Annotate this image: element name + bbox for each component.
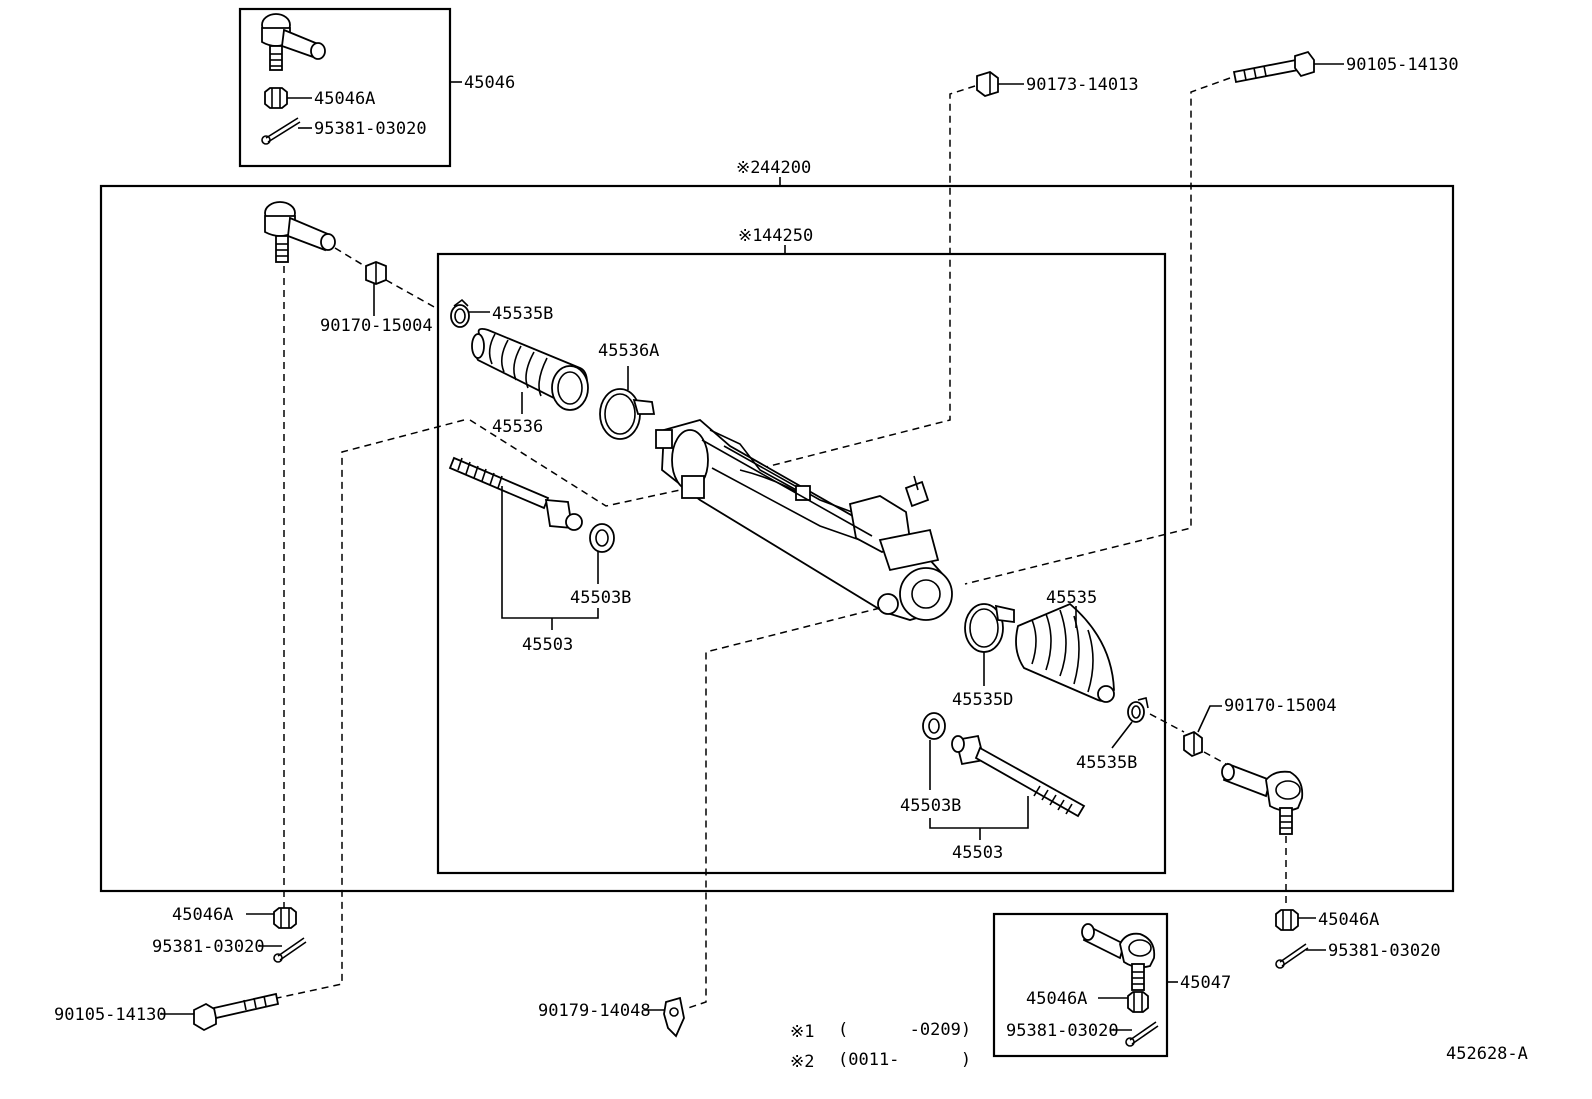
note-2-text: (0011- )	[838, 1050, 971, 1070]
label-45535B-right: 45535B	[1076, 753, 1137, 773]
cotter-pin-icon-kit-45046	[261, 117, 301, 145]
lock-washer-icon-45503B-right	[922, 712, 946, 740]
note-2-mark: ※2	[790, 1052, 814, 1072]
nut-icon-90170-right	[1183, 730, 1203, 758]
label-45503B-right: 45503B	[900, 796, 961, 816]
note-1-text: ( -0209)	[838, 1020, 971, 1040]
assembly-44200-number: 44200	[760, 158, 811, 178]
label-45046A-right: 45046A	[1318, 910, 1379, 930]
steering-gear-housing-icon	[655, 419, 953, 621]
label-90170-15004-left: 90170-15004	[320, 316, 433, 336]
label-45047: 45047	[1180, 973, 1231, 993]
label-45503B-left: 45503B	[570, 588, 631, 608]
cotter-pin-icon-bottom-right	[1275, 943, 1309, 969]
label-45503-left: 45503	[522, 635, 573, 655]
inner-tie-rod-icon-left	[448, 456, 583, 531]
label-45046: 45046	[464, 73, 515, 93]
band-clamp-icon-45535D	[964, 603, 1015, 653]
label-90170-15004-right: 90170-15004	[1224, 696, 1337, 716]
label-90173-14013: 90173-14013	[1026, 75, 1139, 95]
label-45535B-left: 45535B	[492, 304, 553, 324]
bolt-icon-90105-bottom	[193, 992, 280, 1032]
nut-icon-90170-left	[365, 261, 387, 285]
tie-rod-end-icon-left	[264, 201, 336, 263]
castle-nut-icon-kit-45046	[264, 87, 288, 109]
nut-icon-90173-14013	[976, 71, 999, 97]
label-45535: 45535	[1046, 588, 1097, 608]
label-45046A-kit: 45046A	[1026, 989, 1087, 1009]
label-45046A-left: 45046A	[172, 905, 233, 925]
inner-tie-rod-icon-right	[951, 734, 1086, 818]
band-clamp-icon-45536A	[599, 388, 656, 440]
frame-assembly-44250	[436, 252, 1167, 875]
label-45046A-top: 45046A	[314, 89, 375, 109]
bellows-boot-icon-45535	[1015, 602, 1115, 703]
tie-rod-end-icon-kit-45047	[1081, 923, 1156, 991]
tie-rod-end-icon-kit-45046	[261, 13, 326, 71]
frame-45046-kit	[238, 7, 452, 168]
frame-45047-kit	[992, 912, 1169, 1058]
label-95381-03020-kit: 95381-03020	[1006, 1021, 1119, 1041]
assembly-44250-number: 44250	[762, 226, 813, 246]
label-95381-03020-top: 95381-03020	[314, 119, 427, 139]
drawing-code: 452628-A	[1446, 1044, 1528, 1064]
frame-assembly-44200	[99, 184, 1455, 893]
label-45535D: 45535D	[952, 690, 1013, 710]
assembly-44250-mark: ※1	[738, 226, 762, 246]
bolt-icon-90105-top	[1232, 50, 1315, 84]
assembly-44200-mark: ※2	[736, 158, 760, 178]
clamp-icon-45535B-right	[1127, 697, 1149, 723]
label-45536: 45536	[492, 417, 543, 437]
label-95381-03020-left: 95381-03020	[152, 937, 265, 957]
label-45536A: 45536A	[598, 341, 659, 361]
label-90105-14130-top: 90105-14130	[1346, 55, 1459, 75]
cotter-pin-icon-bottom-left	[273, 937, 307, 963]
label-45503-right: 45503	[952, 843, 1003, 863]
castle-nut-icon-kit-45047	[1127, 991, 1149, 1013]
lock-washer-icon-45503B-left	[589, 523, 615, 553]
castle-nut-icon-bottom-left	[273, 907, 297, 929]
bellows-boot-icon-45536	[471, 327, 589, 411]
cotter-pin-icon-kit-45047	[1125, 1021, 1159, 1047]
label-95381-03020-right: 95381-03020	[1328, 941, 1441, 961]
note-1-mark: ※1	[790, 1022, 814, 1042]
clip-icon-90179-14048	[663, 996, 685, 1038]
clamp-icon-45535B-left	[450, 298, 470, 328]
castle-nut-icon-bottom-right	[1275, 909, 1299, 931]
label-90179-14048: 90179-14048	[538, 1001, 651, 1021]
label-90105-14130-bottom: 90105-14130	[54, 1005, 167, 1025]
tie-rod-end-icon-right	[1221, 762, 1304, 835]
